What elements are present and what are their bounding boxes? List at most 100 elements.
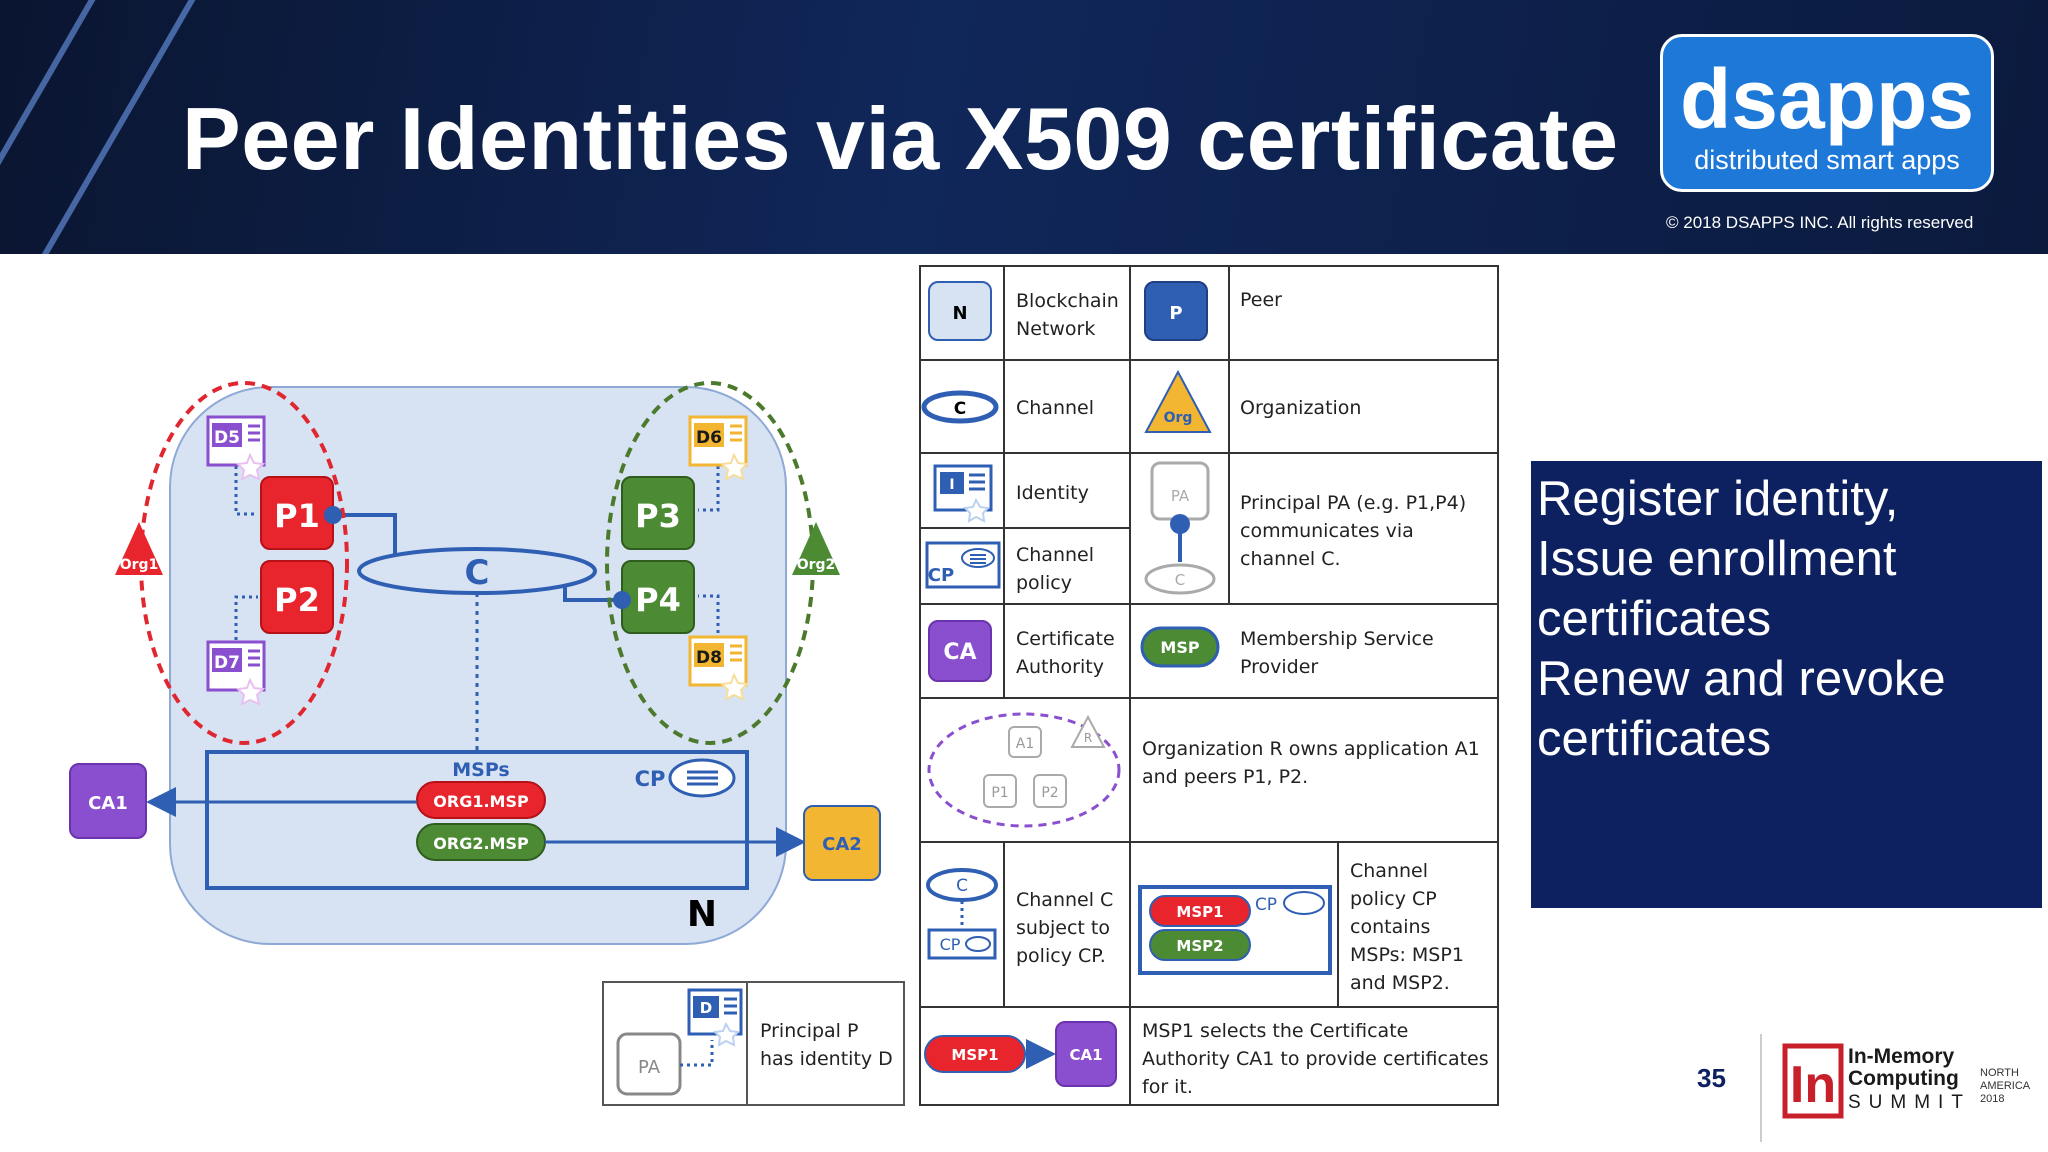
key-point-line: certificates (1537, 592, 1772, 646)
legend-msppair-text-1: Channel (1350, 860, 1428, 882)
summit-region2: AMERICA (1980, 1080, 2031, 1092)
summit-mark-box (1782, 1043, 1844, 1119)
summit-logo: In In-Memory Computing SUMMIT NORTH AMER… (1760, 1034, 2031, 1142)
key-point-line: Issue enrollment (1537, 532, 1897, 586)
logo-name: dsapps (1679, 52, 1975, 146)
legend-msppair-text-3: contains (1350, 916, 1430, 938)
legend-org-r-label: R (1084, 731, 1092, 745)
org2-label: Org2 (797, 557, 836, 573)
legend-msp-text-2: Provider (1240, 656, 1318, 678)
ca2-label: CA2 (822, 834, 862, 855)
legend-policy-icon (925, 541, 1001, 589)
legend-ca-icon (928, 620, 992, 682)
legend-channel-icon (921, 390, 999, 424)
org2-msp-label: ORG2.MSP (433, 834, 529, 853)
legend-chanpol-text-2: subject to (1016, 917, 1110, 939)
org1-msp-pill (416, 781, 546, 819)
ca1-box (69, 763, 147, 839)
legend-org-r-triangle (1070, 714, 1106, 748)
logo-tagline: distributed smart apps (1694, 145, 1960, 175)
principal-identity-icon (687, 988, 743, 1047)
legend-principal-top-label: PA (1171, 487, 1190, 505)
identity-d7-icon (206, 640, 266, 706)
legend-msppair-text-2: policy CP (1350, 888, 1437, 910)
legend-policy-text-2: policy (1016, 572, 1072, 594)
legend-principal-text-1: Principal PA (e.g. P1,P4) (1240, 492, 1466, 514)
copyright-notice: © 2018 DSAPPS INC. All rights reserved (1666, 213, 1974, 232)
legend-msppair-msp2-label: MSP2 (1176, 937, 1223, 955)
legend-chanpol-policy-doc (965, 936, 991, 952)
legend-app-p1-box (983, 774, 1017, 808)
legend-mspca-ca1-label: CA1 (1069, 1046, 1102, 1064)
legend-network-icon-label: N (952, 303, 967, 324)
identity-d8-label: D8 (696, 648, 722, 668)
summit-line1: In-Memory (1848, 1045, 1955, 1068)
legend-peer-text: Peer (1240, 289, 1282, 311)
peer-p1-label: P1 (274, 497, 320, 535)
legend-channel-icon-label: C (954, 399, 966, 419)
legend-mspca-ca1-box (1055, 1021, 1117, 1087)
key-point-line: Register identity, (1537, 472, 1899, 526)
key-point-line: certificates (1537, 712, 1772, 766)
org2-triangle (792, 522, 840, 575)
legend-network-icon (928, 281, 992, 341)
identity-d6-label: D6 (696, 428, 722, 448)
legend-mspca-text-2: Authority CA1 to provide certificates (1142, 1048, 1489, 1070)
legend-chanpol-channel-label: C (956, 876, 968, 896)
summit-year: 2018 (1980, 1093, 2004, 1105)
identity-d6-icon (688, 415, 750, 481)
page-number: 35 (1697, 1063, 1726, 1093)
legend-principal-text-2: communicates via (1240, 520, 1414, 542)
peer-p2 (260, 560, 334, 634)
legend-peer-icon (1144, 281, 1208, 341)
d7-link (234, 595, 258, 640)
legend-principal-icon (1144, 461, 1216, 595)
policy-label: CP (635, 767, 666, 791)
legend-org-icon (1144, 369, 1212, 433)
channel-label: C (465, 553, 490, 593)
d6-link (698, 466, 720, 512)
legend-msppair-text-5: and MSP2. (1350, 972, 1450, 994)
identity-d5-icon (206, 415, 266, 481)
summit-region1: NORTH (1980, 1067, 2019, 1079)
legend-chanpol-text-3: policy CP. (1016, 945, 1106, 967)
legend-app-a1-label: A1 (1016, 736, 1034, 752)
key-points-panel: Register identity, Issue enrollment cert… (1531, 461, 2042, 908)
legend-ca-text-2: Authority (1016, 656, 1104, 678)
org1-boundary (139, 381, 349, 745)
peer-p4-label: P4 (635, 581, 681, 619)
principal-text-1: Principal P (760, 1020, 858, 1042)
legend-mspca-text-3: for it. (1142, 1076, 1193, 1098)
principal-identity-label: D (700, 999, 712, 1017)
peer-p2-label: P2 (274, 581, 320, 619)
legend-principal-text-3: channel C. (1240, 548, 1341, 570)
msps-label: MSPs (452, 759, 510, 781)
org1-msp-label: ORG1.MSP (433, 792, 529, 811)
p1-channel-dot (324, 506, 342, 524)
legend-org-app-text-1: Organization R owns application A1 (1142, 738, 1480, 760)
identity-d7-label: D7 (214, 653, 240, 673)
legend-app-p1-label: P1 (991, 785, 1008, 801)
summit-mark: In (1790, 1056, 1836, 1114)
legend-peer-icon-label: P (1169, 303, 1182, 324)
legend-org-text: Organization (1240, 397, 1361, 419)
legend-chanpol-channel-icon (926, 868, 998, 902)
p1-to-channel-link (333, 513, 397, 555)
legend-identity-icon (933, 464, 993, 523)
legend-app-p2-label: P2 (1041, 785, 1058, 801)
dsapps-logo: dsapps distributed smart apps (1660, 34, 1994, 192)
summit-line3: SUMMIT (1848, 1092, 1971, 1113)
legend-mspca-msp1-label: MSP1 (951, 1046, 998, 1064)
legend-ca-icon-label: CA (943, 640, 976, 665)
legend-msp-icon (1140, 626, 1220, 668)
identity-d8-icon (688, 635, 750, 701)
legend-msppair-msp1-pill (1149, 895, 1251, 927)
legend-ca-text-1: Certificate (1016, 628, 1115, 650)
legend-chanpol-text-1: Channel C (1016, 889, 1113, 911)
legend-network-text-1: Blockchain (1016, 290, 1119, 312)
channel-ellipse (357, 547, 597, 595)
legend-msppair-policy-doc (1283, 891, 1325, 915)
ca1-label: CA1 (88, 793, 128, 814)
legend-network-text-2: Network (1016, 318, 1095, 340)
